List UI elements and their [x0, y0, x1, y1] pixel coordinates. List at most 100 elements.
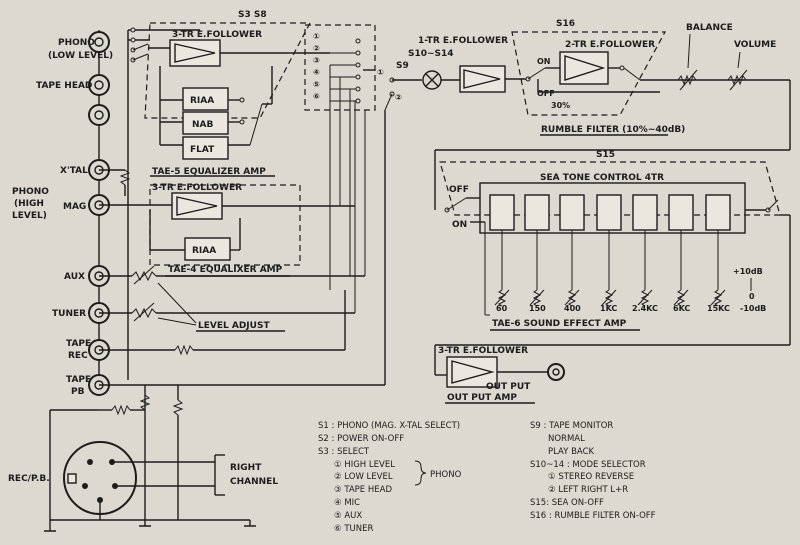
amp-triangle-2tr — [564, 55, 606, 81]
band-label-2-4kc: 2.4KC — [632, 304, 658, 313]
legend-s3-5: ⑤ AUX — [334, 511, 362, 521]
select-dash-frame — [304, 24, 376, 111]
s9-section: ① S9 ② 1-TR E.FOLLOWER S10~S14 — [377, 36, 528, 111]
s16-dash-frame — [511, 31, 667, 116]
legend-brace — [414, 460, 427, 486]
amp-triangle-out — [451, 360, 495, 384]
label-off-15: OFF — [449, 185, 469, 195]
sea-tone-section: S15 OFF ON SEA TONE CONTROL 4TR — [434, 150, 791, 375]
jack-phono-low — [88, 31, 110, 53]
label-s9: S9 — [396, 61, 409, 71]
legend-s3-4: ④ MIC — [334, 498, 360, 508]
label-volume: VOLUME — [734, 40, 776, 50]
legend-normal: NORMAL — [548, 434, 585, 444]
tape-pb-line — [99, 110, 386, 438]
label-tuner: TUNER — [52, 309, 86, 319]
label-rec-pb: REC/P.B. — [8, 474, 50, 484]
label-phono-high-1: PHONO — [12, 187, 49, 197]
label-off-16: OFF — [537, 89, 555, 98]
label-tape-head: TAPE HEAD — [36, 81, 92, 91]
tae5-section: S3 S8 3-TR E.FOLLOWER RIAA NAB FLAT TAE-… — [144, 10, 330, 177]
label-plus10: +10dB — [733, 267, 763, 276]
band-label-1kc: 1KC — [600, 304, 617, 313]
label-level-adjust: LEVEL ADJUST — [198, 321, 270, 331]
label-output: OUT PUT — [486, 382, 531, 392]
legend-s16: S16 : RUMBLE FILTER ON-OFF — [530, 511, 656, 521]
sea-frame — [479, 182, 746, 234]
label-tape-pb-2: PB — [71, 387, 85, 397]
rumble-filter-section: S16 2-TR E.FOLLOWER ON OFF 30% RUMBLE FI… — [511, 19, 790, 136]
jack-tape-head-2 — [88, 104, 110, 126]
amp-triangle-a — [174, 43, 216, 63]
level-adjust-section: LEVEL ADJUST — [99, 265, 365, 332]
band-60: 60 — [489, 194, 515, 313]
select-num-3: ③ — [313, 56, 320, 65]
xtal-resistor — [99, 169, 131, 196]
din-connector: REC/P.B. RIGHT CHANNEL — [8, 409, 278, 532]
legend-s3: S3 : SELECT — [318, 447, 370, 457]
amp-triangle-1tr — [463, 69, 501, 89]
label-riaa-a: RIAA — [190, 96, 214, 106]
label-tae4: TAE-4 EQUALIXER AMP — [168, 265, 283, 275]
label-30pct: 30% — [551, 101, 570, 110]
label-flat: FLAT — [190, 145, 215, 155]
band-label-6kc: 6KC — [673, 304, 690, 313]
band-400: 400 — [559, 194, 585, 313]
label-tape-rec-2: REC — [68, 351, 88, 361]
flat-box — [182, 136, 229, 160]
legend-s9: S9 : TAPE MONITOR — [530, 421, 613, 431]
label-riaa-b: RIAA — [192, 246, 216, 256]
band-label-15kc: 15KC — [707, 304, 730, 313]
label-right-channel-1: RIGHT — [230, 463, 262, 473]
label-s10-s14: S10~S14 — [408, 49, 454, 59]
label-aux: AUX — [64, 272, 85, 282]
label-follower-2tr: 2-TR E.FOLLOWER — [565, 40, 655, 50]
label-follower-3tr-c: 3-TR E.FOLLOWER — [438, 346, 528, 356]
riaa-box-a — [182, 87, 229, 111]
band-15kc: 15KC — [705, 194, 731, 313]
legend-s3-6: ⑥ TUNER — [334, 524, 373, 534]
legend-phono: PHONO — [430, 470, 462, 480]
label-xtal: X'TAL — [60, 166, 88, 176]
legend-s10-14: S10~14 : MODE SELECTOR — [530, 460, 646, 470]
band-label-400: 400 — [564, 304, 581, 313]
riaa-box-b — [184, 237, 231, 261]
select-num-5: ⑤ — [313, 80, 320, 89]
select-num-4: ④ — [313, 68, 320, 77]
legend-right: S9 : TAPE MONITOR NORMAL PLAY BACK S10~1… — [530, 421, 656, 521]
band-150: 150 — [524, 194, 550, 313]
output-amp-section: 3-TR E.FOLLOWER OUT PUT OUT PUT AMP — [435, 346, 565, 404]
jack-tape-rec — [88, 339, 110, 361]
legend-playback: PLAY BACK — [548, 447, 595, 457]
band-label-150: 150 — [529, 304, 546, 313]
band-label-60: 60 — [496, 304, 508, 313]
label-s16: S16 — [556, 19, 575, 29]
legend-s1: S1 : PHONO (MAG. X-TAL SELECT) — [318, 421, 460, 431]
label-mag: MAG — [63, 202, 86, 212]
select-switch-s3: ① ② ③ ④ ⑤ ⑥ — [304, 24, 376, 313]
label-phono-low-sub: (LOW LEVEL) — [48, 51, 113, 61]
label-sea-title: SEA TONE CONTROL 4TR — [540, 173, 664, 183]
label-follower-3tr-b: 3-TR E.FOLLOWER — [152, 183, 242, 193]
label-follower-1tr: 1-TR E.FOLLOWER — [418, 36, 508, 46]
band-2-4kc: 2.4KC — [632, 194, 658, 313]
legend-left: S1 : PHONO (MAG. X-TAL SELECT) S2 : POWE… — [318, 421, 462, 534]
balance-volume: BALANCE VOLUME — [434, 23, 791, 210]
amp-triangle-b — [176, 196, 218, 216]
label-zero: 0 — [749, 292, 755, 301]
label-tape-rec-1: TAPE — [66, 339, 91, 349]
label-s15: S15 — [596, 150, 615, 160]
label-rumble: RUMBLE FILTER (10%~40dB) — [541, 125, 685, 135]
label-phono-high-2: (HIGH — [14, 199, 44, 209]
legend-s3-3: ③ TAPE HEAD — [334, 485, 392, 495]
select-num-6: ⑥ — [313, 92, 320, 101]
tape-rec-line — [99, 290, 346, 356]
label-s9-1: ① — [377, 68, 384, 77]
jack-tape-head — [88, 74, 110, 96]
tone-bands: 60 150 400 1KC 2.4KC — [484, 194, 766, 331]
legend-s2: S2 : POWER ON-OFF — [318, 434, 404, 444]
legend-s3-2: ② LOW LEVEL — [334, 472, 393, 482]
label-on-15: ON — [452, 220, 467, 230]
label-right-channel-2: CHANNEL — [230, 477, 278, 487]
